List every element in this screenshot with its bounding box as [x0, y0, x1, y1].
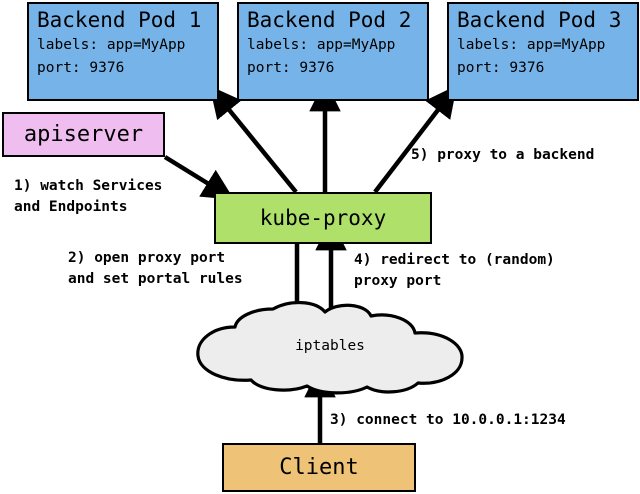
- pod-title: Backend Pod 1: [37, 8, 202, 32]
- kube-proxy-node[interactable]: kube-proxy: [214, 192, 432, 244]
- step-1-label: 1) watch Services and Endpoints: [14, 176, 162, 218]
- pod-port: port: 9376: [37, 60, 125, 76]
- client-label: Client: [279, 455, 359, 480]
- backend-pod-3[interactable]: Backend Pod 3 labels: app=MyApp port: 93…: [447, 2, 639, 101]
- pod-port: port: 9376: [457, 60, 545, 76]
- step-4-label: 4) redirect to (random) proxy port: [354, 250, 555, 292]
- step-5-label: 5) proxy to a backend: [411, 145, 594, 166]
- step-2-label: 2) open proxy port and set portal rules: [68, 248, 243, 290]
- pod-labels: labels: app=MyApp: [457, 37, 606, 53]
- step-3-line-1: 3) connect to 10.0.0.1:1234: [330, 412, 566, 428]
- arrow-kubeproxy-to-pod1: [209, 85, 298, 194]
- arrow-apiserver-to-kubeproxy: [163, 155, 235, 200]
- apiserver-label: apiserver: [23, 122, 144, 147]
- step-2-line-1: 2) open proxy port: [68, 250, 226, 266]
- step-5-line-1: 5) proxy to a backend: [411, 147, 595, 163]
- pod-labels: labels: app=MyApp: [247, 37, 396, 53]
- step-3-label: 3) connect to 10.0.0.1:1234: [330, 410, 566, 431]
- pod-labels: labels: app=MyApp: [37, 37, 186, 53]
- iptables-label: iptables: [295, 338, 365, 354]
- kube-proxy-label: kube-proxy: [259, 206, 387, 230]
- step-1-line-1: 1) watch Services: [14, 178, 163, 194]
- arrow-kubeproxy-to-pod3: [373, 85, 457, 194]
- apiserver-node[interactable]: apiserver: [2, 112, 165, 157]
- step-1-line-2: and Endpoints: [14, 199, 128, 215]
- pod-title: Backend Pod 2: [247, 8, 412, 32]
- backend-pod-2[interactable]: Backend Pod 2 labels: app=MyApp port: 93…: [237, 2, 429, 101]
- client-node[interactable]: Client: [222, 443, 416, 492]
- cloud-shape: [196, 301, 464, 395]
- step-2-line-2: and set portal rules: [68, 271, 243, 287]
- pod-port: port: 9376: [247, 60, 335, 76]
- backend-pod-1[interactable]: Backend Pod 1 labels: app=MyApp port: 93…: [27, 2, 219, 101]
- step-4-line-2: proxy port: [354, 273, 442, 289]
- iptables-cloud[interactable]: iptables: [185, 300, 475, 395]
- pod-title: Backend Pod 3: [457, 8, 622, 32]
- step-4-line-1: 4) redirect to (random): [354, 252, 555, 268]
